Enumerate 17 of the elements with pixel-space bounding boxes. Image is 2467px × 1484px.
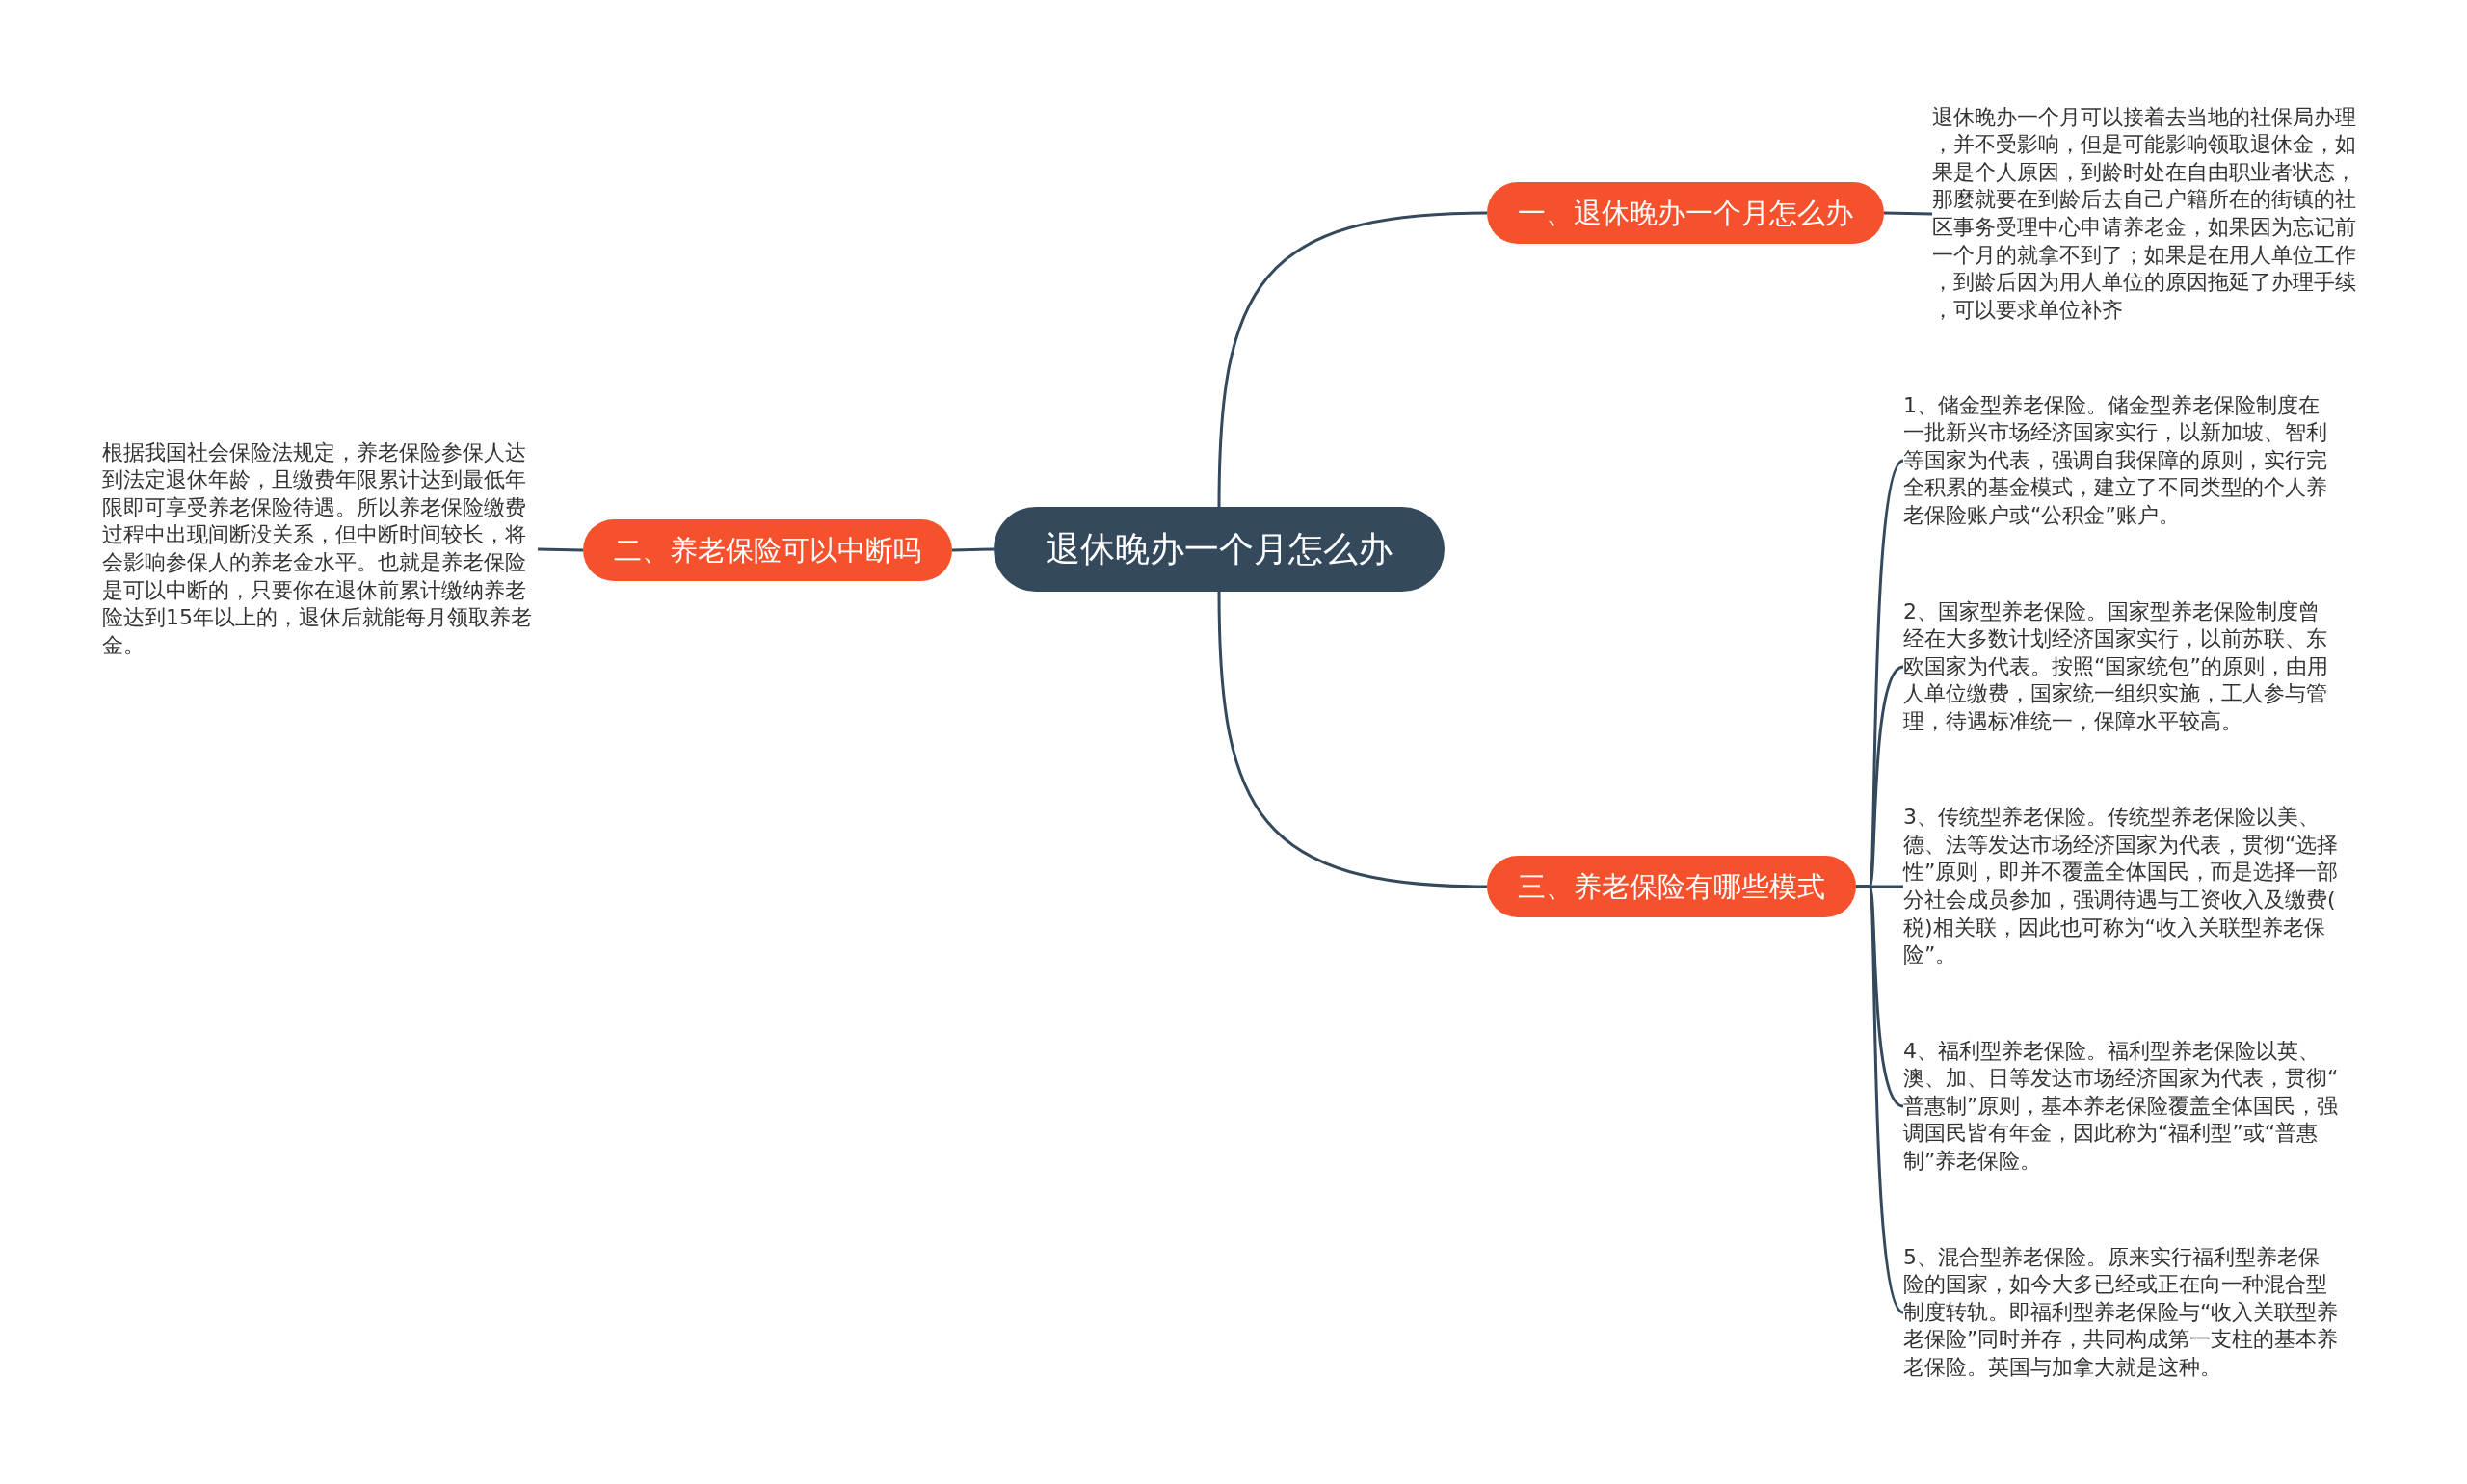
connector-line xyxy=(537,547,584,552)
note-text: 2、国家型养老保险。国家型养老保险制度曾经在大多数计划经济国家实行，以前苏联、东欧国家为代表。按照“国家统包”的原则，由用人单位缴费，国家统一组织实施，工人参与管理，待遇标准统一，保障水平较高。 xyxy=(1903,597,2339,736)
connector-line xyxy=(1856,885,1905,1313)
connector-line xyxy=(951,547,995,552)
note-text: 退休晚办一个月可以接着去当地的社保局办理，并不受影响，但是可能影响领取退休金，如果是个人原因，到龄时处在自由职业者状态，那麼就要在到龄后去自己户籍所在的街镇的社区事务受理中心申请养老金，如果因为忘记前一个月的就拿不到了；如果是在用人单位工作，到龄后因为用人单位的原因拖延了办理手续，可以要求单位补齐 xyxy=(1932,103,2368,325)
note-text: 根据我国社会保险法规定，养老保险参保人达到法定退休年龄，且缴费年限累计达到最低年限即可享受养老保险待遇。所以养老保险缴费过程中出现间断没关系，但中断时间较长，将会影响参保人的养老金水平。也就是养老保险是可以中断的，只要你在退休前累计缴纳养老险达到15年以上的，退休后就能每月领取养老金。 xyxy=(102,438,538,660)
connector-line xyxy=(1217,591,1488,888)
topic-label: 三、养老保险有哪些模式 xyxy=(1518,870,1825,903)
connector-line xyxy=(1883,211,1933,216)
connector-line xyxy=(1217,211,1488,508)
note-text: 4、福利型养老保险。福利型养老保险以英、澳、加、日等发达市场经济国家为代表，贯彻“普惠制”原则，基本养老保险覆盖全体国民，强调国民皆有年金，因此称为“福利型”或“普惠制”养老保险。 xyxy=(1903,1037,2339,1176)
note-text: 5、混合型养老保险。原来实行福利型养老保险的国家，如今大多已经或正在向一种混合型制度转轨。即福利型养老保险与“收入关联型养老保险”同时并存，共同构成第一支柱的基本养老保险。英国与加拿大就是这种。 xyxy=(1903,1243,2339,1382)
topic-label: 一、退休晚办一个月怎么办 xyxy=(1518,197,1853,229)
note-text: 3、传统型养老保险。传统型养老保险以美、德、法等发达市场经济国家为代表，贯彻“选择性”原则，即并不覆盖全体国民，而是选择一部分社会成员参加，强调待遇与工资收入及缴费(税)相关联，因此也可称为“收入关联型养老保险”。 xyxy=(1903,804,2339,969)
note-text: 1、储金型养老保险。储金型养老保险制度在一批新兴市场经济国家实行，以新加坡、智利等国家为代表，强调自我保障的原则，实行完全积累的基金模式，建立了不同类型的个人养老保险账户或“公积金”账户。 xyxy=(1903,391,2339,530)
topic-label: 退休晚办一个月怎么办 xyxy=(1046,529,1393,569)
topic-label: 二、养老保险可以中断吗 xyxy=(614,534,921,567)
